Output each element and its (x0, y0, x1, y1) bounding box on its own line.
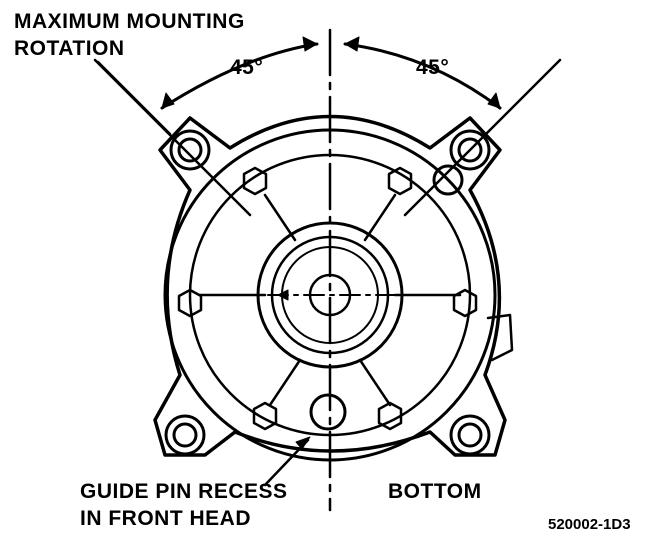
bottom-label: BOTTOM (388, 480, 482, 503)
body-inner-ring (188, 153, 472, 437)
spokes (198, 193, 462, 407)
guide-pin-recess (309, 393, 347, 431)
arrowhead (295, 436, 311, 450)
rotation-arc (343, 42, 502, 110)
hex-bolts (177, 166, 478, 431)
mounting-hole-upper-left (169, 129, 211, 171)
hub-outer (256, 221, 404, 369)
max-rotation-label-line1: MAXIMUM MOUNTING (14, 10, 245, 33)
arrowhead (161, 92, 175, 109)
mounting-hole-upper-right (432, 129, 491, 196)
body-outer-ring (163, 128, 497, 462)
rotation-arc (160, 42, 319, 110)
guide-pin-label-line1: GUIDE PIN RECESS (80, 480, 288, 503)
rotation-label-leader (96, 60, 172, 136)
mounting-hole-lower-right (449, 414, 491, 456)
arrowhead (487, 92, 501, 109)
arrowhead (344, 36, 360, 52)
guide-pin-label-line2: IN FRONT HEAD (80, 507, 251, 530)
arrowhead (302, 36, 318, 52)
figure-id: 520002-1D3 (548, 516, 631, 533)
angle-label-left: 45° (230, 56, 264, 79)
mounting-hole-lower-left (164, 414, 206, 456)
side-tab (486, 313, 514, 362)
shaft-arrow (277, 289, 289, 301)
guide-pin-label: GUIDE PIN RECESS IN FRONT HEAD (80, 478, 288, 532)
max-rotation-label-line2: ROTATION (14, 37, 125, 60)
angle-label-right: 45° (416, 56, 450, 79)
max-rotation-label: MAXIMUM MOUNTING ROTATION (14, 8, 245, 62)
